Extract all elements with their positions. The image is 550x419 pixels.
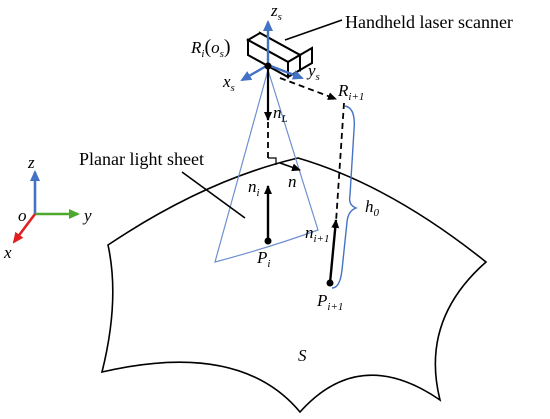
n-arrow [279,162,301,172]
world-x-label: x [3,243,12,262]
nl-label: nL [273,103,288,125]
ys-label: ys [306,61,320,83]
frame-ri-label: Ri(os) [190,36,231,60]
ys-axis [267,63,304,80]
xs-axis [240,63,269,82]
pi1-label: Pi+1 [316,291,343,313]
world-origin-label: o [18,206,27,225]
ni1-label: ni+1 [305,223,329,245]
scanner-leader [284,19,343,41]
h0-label: h0 [365,197,380,219]
planar-light-sheet [214,67,319,263]
right-angle-marker [268,157,277,165]
scanner-origin [264,62,272,70]
zs-label: zs [270,1,282,23]
xs-label: xs [222,72,235,94]
world-z-label: z [27,153,35,172]
n-label: n [288,172,297,191]
ri1-label: Ri+1 [337,81,364,103]
surface-s [100,157,488,414]
sheet-leader [181,171,246,219]
h0-bracket [331,105,358,289]
surface-label: S [298,346,307,365]
world-x-axis [12,213,37,244]
pi-point [264,237,272,245]
sheet-caption: Planar light sheet [79,149,204,169]
world-y-label: y [82,206,92,225]
ni-label: ni [248,177,260,199]
scanner-caption: Handheld laser scanner [345,12,513,32]
scanner-motion-arrow [279,77,337,100]
ri1-dashed-line [335,102,345,223]
pi-label: Pi [256,248,270,270]
pi1-point [326,279,334,287]
ni1-arrow [328,219,340,284]
